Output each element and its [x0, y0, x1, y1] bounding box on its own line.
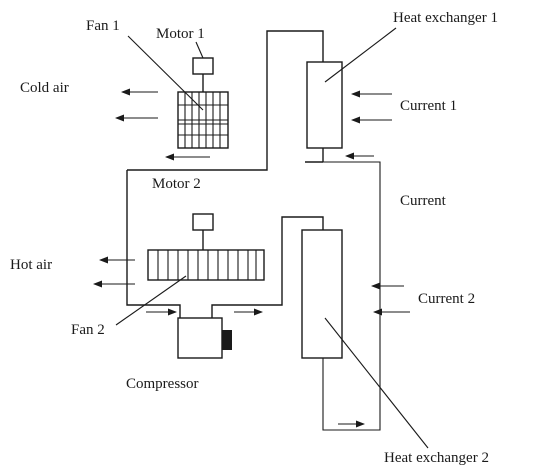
pipe-compressor-outlet	[211, 216, 324, 318]
fan1-label: Fan 1	[86, 18, 120, 34]
pipe-left-loop	[126, 170, 181, 318]
compressor-body	[177, 317, 223, 359]
labels: Fan 1 Motor 1 Cold air Heat exchanger 1 …	[10, 10, 498, 466]
refrigerant-circuit	[126, 30, 381, 431]
heat-exchanger-1-box	[306, 61, 343, 149]
hot-air-label: Hot air	[10, 257, 52, 273]
motor1-leader	[195, 41, 204, 59]
fan2-grille	[157, 250, 257, 280]
fan2-unit	[147, 213, 265, 281]
current-label: Current	[400, 193, 447, 209]
motor2-box	[192, 213, 214, 231]
hx1-leader	[324, 27, 397, 83]
compressor-label: Compressor	[126, 376, 199, 392]
heat-exchanger-2-box	[301, 229, 343, 359]
current-2-label: Current 2	[418, 291, 475, 307]
hx2-leader	[324, 317, 429, 449]
flow-arrows	[93, 88, 410, 428]
motor2-label: Motor 2	[152, 176, 201, 192]
pipe-top-loop	[127, 30, 324, 171]
motor1-box	[192, 57, 214, 75]
fan2-leader	[115, 275, 187, 326]
compressor-unit	[177, 317, 232, 359]
fan2-label: Fan 2	[71, 322, 105, 338]
current-duct-edge	[322, 161, 381, 431]
compressor-terminal	[222, 330, 232, 350]
fan2-body	[147, 249, 265, 281]
cold-air-label: Cold air	[20, 80, 69, 96]
motor1-label: Motor 1	[156, 26, 205, 42]
heat-exchanger-1-label: Heat exchanger 1	[393, 10, 498, 26]
leader-lines	[115, 27, 429, 449]
fan1-unit	[177, 57, 229, 149]
fan1-grille	[178, 92, 228, 148]
current-1-label: Current 1	[400, 98, 457, 114]
fan1-leader	[127, 35, 204, 111]
heat-exchanger-2-label: Heat exchanger 2	[384, 450, 489, 466]
